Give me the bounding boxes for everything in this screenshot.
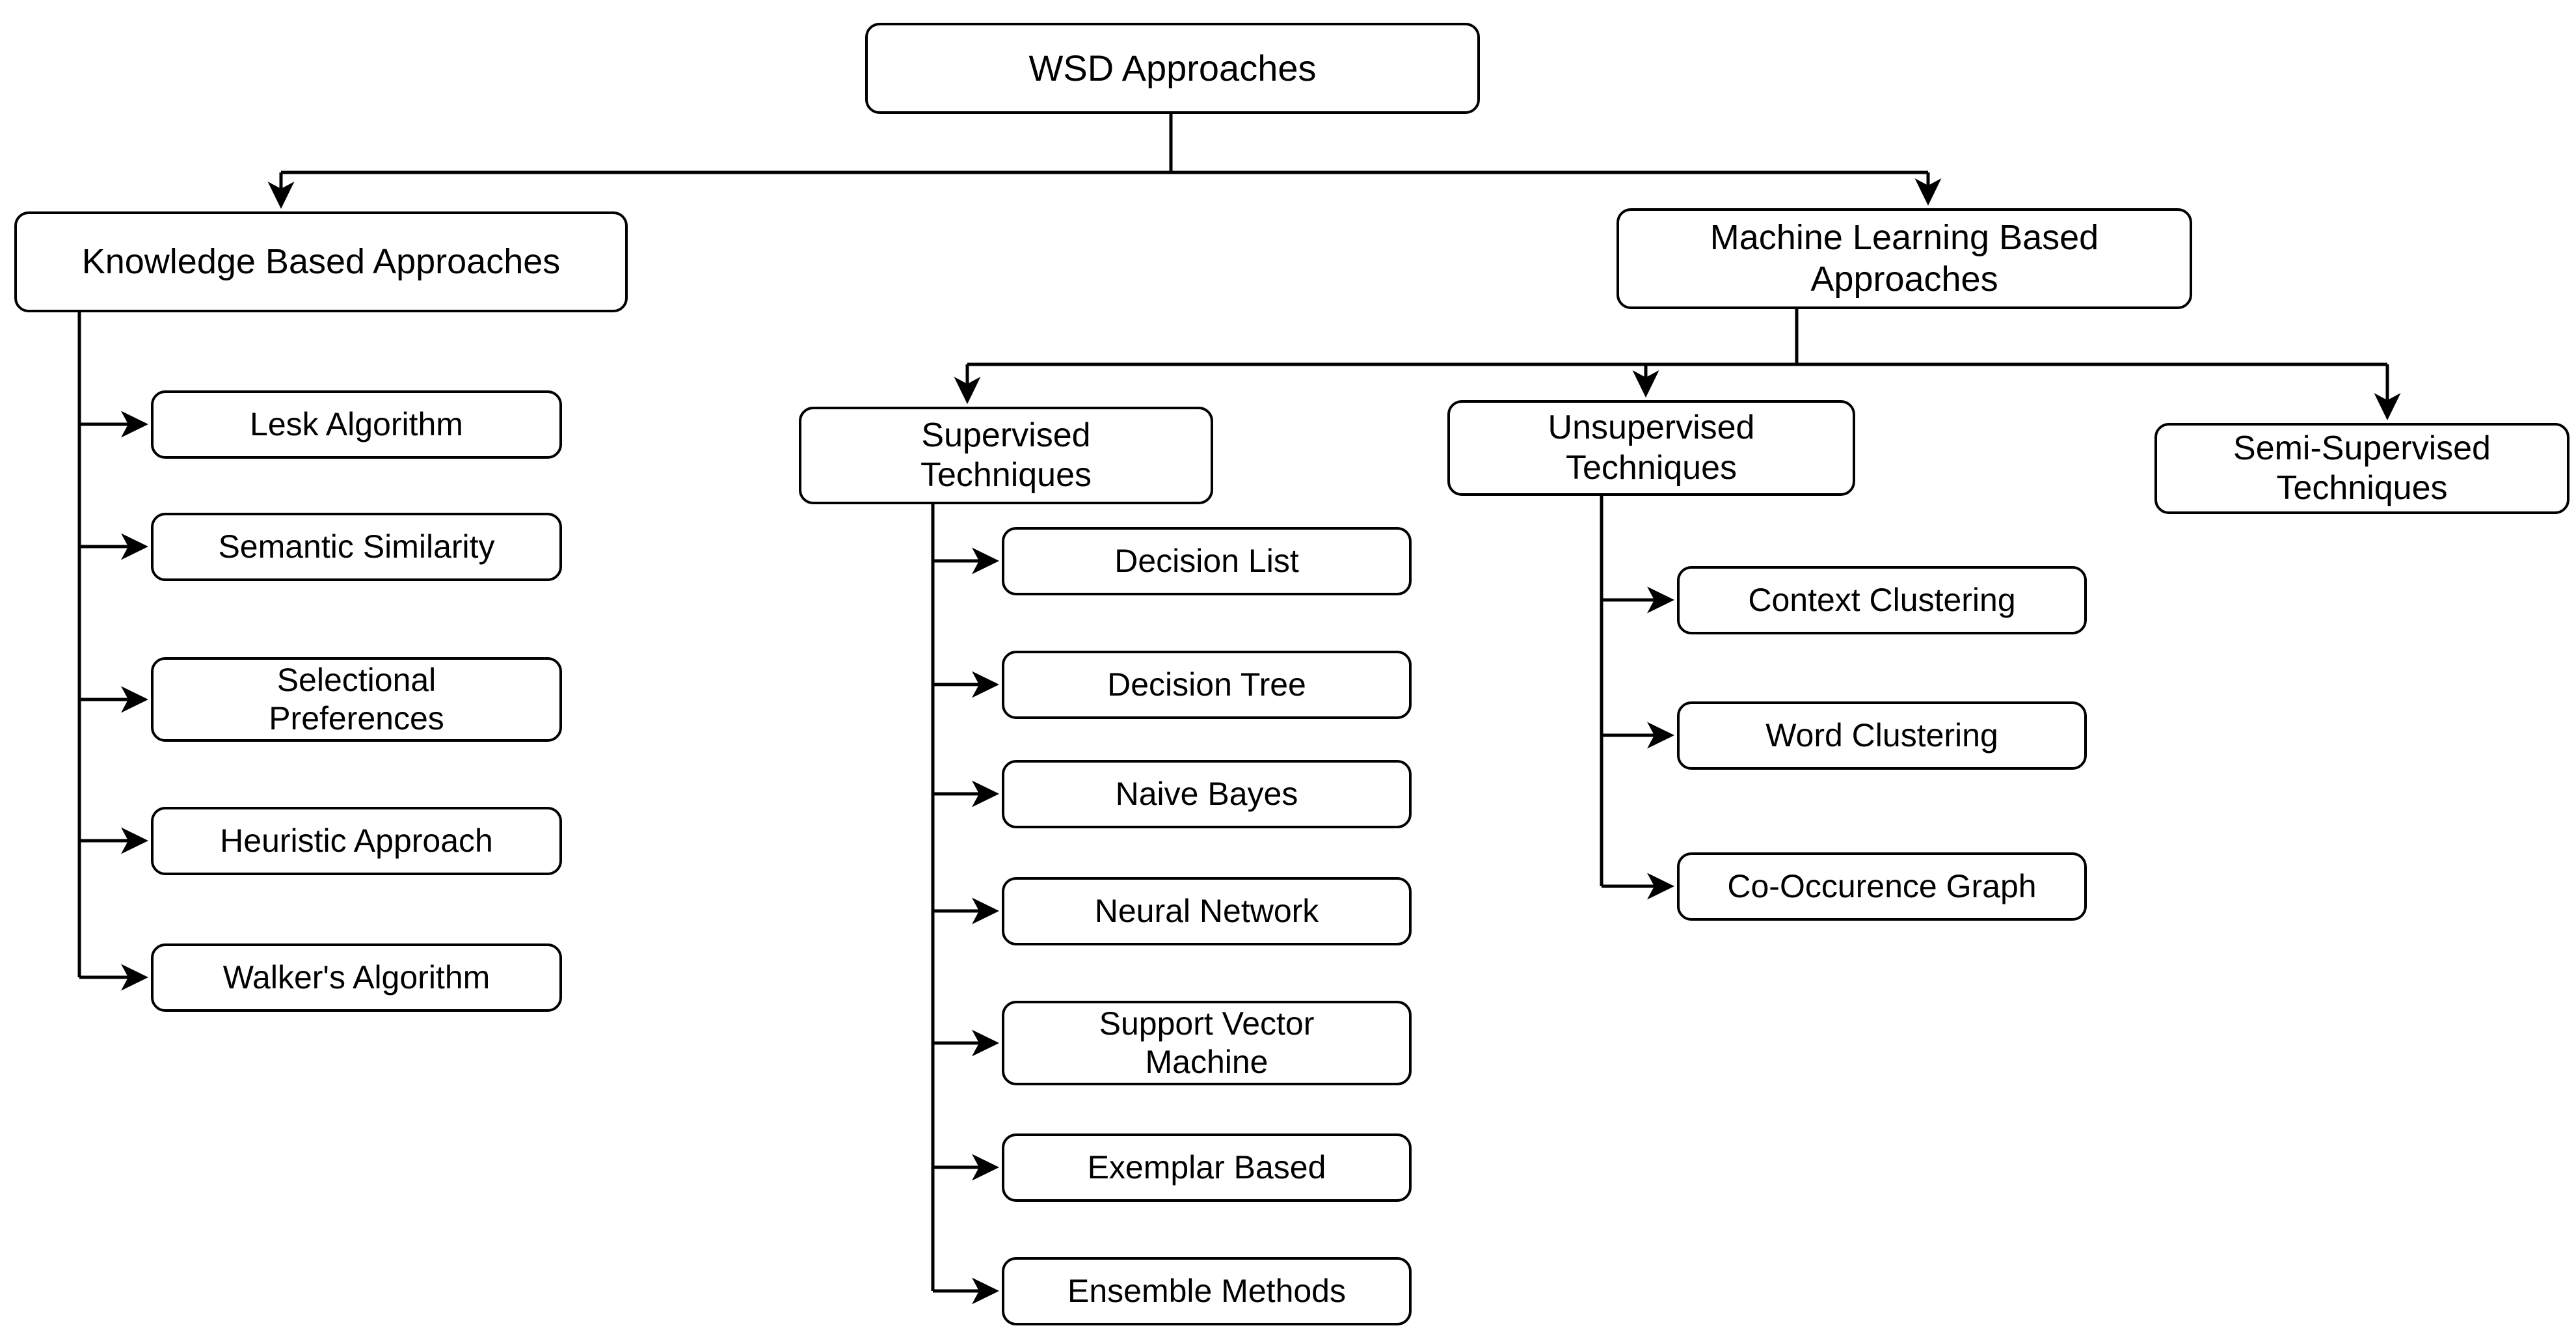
node-supervised-leaf-4[interactable]: Support Vector Machine bbox=[1002, 1001, 1412, 1085]
node-supervised-leaf-3[interactable]: Neural Network bbox=[1002, 877, 1412, 945]
node-semi-supervised-techniques[interactable]: Semi-Supervised Techniques bbox=[2154, 423, 2569, 514]
node-supervised-techniques[interactable]: Supervised Techniques bbox=[799, 407, 1213, 504]
edge-knowledge-leaves bbox=[77, 312, 148, 991]
node-knowledge-leaf-1[interactable]: Semantic Similarity bbox=[151, 513, 562, 581]
node-supervised-leaf-2[interactable]: Naive Bayes bbox=[1002, 760, 1412, 828]
node-supervised-leaf-1[interactable]: Decision Tree bbox=[1002, 651, 1412, 719]
node-knowledge-leaf-0[interactable]: Lesk Algorithm bbox=[151, 390, 562, 459]
node-machine-learning-based-approaches[interactable]: Machine Learning Based Approaches bbox=[1617, 208, 2192, 309]
node-knowledge-leaf-2[interactable]: Selectional Preferences bbox=[151, 657, 562, 742]
edge-unsupervised-leaves bbox=[1600, 496, 1674, 900]
edge-ml-split bbox=[954, 309, 2401, 420]
node-supervised-leaf-0[interactable]: Decision List bbox=[1002, 527, 1412, 595]
node-unsupervised-leaf-1[interactable]: Word Clustering bbox=[1677, 701, 2087, 770]
node-unsupervised-leaf-0[interactable]: Context Clustering bbox=[1677, 566, 2087, 634]
node-knowledge-leaf-4[interactable]: Walker's Algorithm bbox=[151, 943, 562, 1012]
node-knowledge-based-approaches[interactable]: Knowledge Based Approaches bbox=[14, 211, 628, 312]
node-unsupervised-leaf-2[interactable]: Co-Occurence Graph bbox=[1677, 852, 2087, 921]
edge-supervised-leaves bbox=[931, 504, 999, 1305]
node-supervised-leaf-5[interactable]: Exemplar Based bbox=[1002, 1133, 1412, 1202]
edge-root-split bbox=[267, 114, 1942, 209]
node-wsd-approaches[interactable]: WSD Approaches bbox=[865, 23, 1480, 114]
node-knowledge-leaf-3[interactable]: Heuristic Approach bbox=[151, 807, 562, 875]
node-unsupervised-techniques[interactable]: Unsupervised Techniques bbox=[1447, 400, 1855, 496]
node-supervised-leaf-6[interactable]: Ensemble Methods bbox=[1002, 1257, 1412, 1325]
